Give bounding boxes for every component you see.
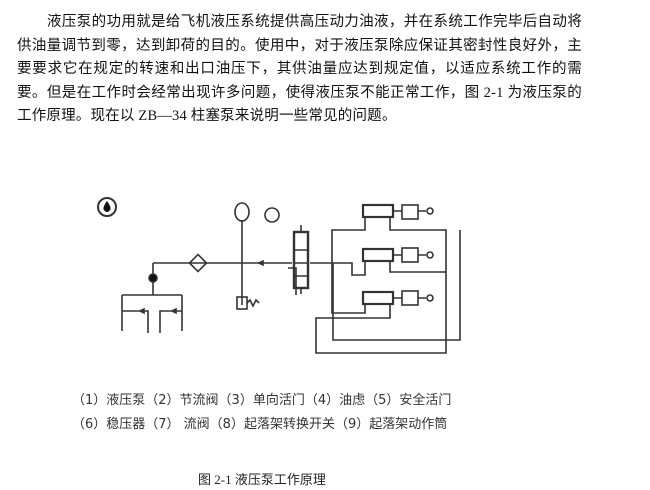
figure-legend-line-1: （1）液压泵（2）节流阀（3）单向活门（4）油虑（5）安全活门 (72, 393, 452, 408)
pressure-gauge (234, 202, 250, 222)
drain-line (288, 267, 297, 295)
body-paragraph: 液压泵的功用就是给飞机液压系统提供高压动力油液，并在系统工作完毕后自动将供油量调… (17, 14, 582, 124)
figure-legend-line-2: （6）稳压器（7） 流阀（8）起落架转换开关（9）起落架动作筒 (72, 417, 448, 432)
filter (188, 253, 208, 273)
return-lines (315, 217, 461, 354)
throttle-valve (257, 259, 264, 267)
accumulator-spring (246, 298, 260, 308)
check-valve (148, 273, 158, 283)
actuator-cylinders (361, 203, 434, 306)
selector-valve-ports (294, 225, 308, 294)
figure-caption: 图 2-1 液压泵工作原理 (198, 472, 326, 487)
hydraulic-pump-diagram (97, 197, 461, 354)
oil-drop-icon (97, 197, 117, 217)
selector-gauge (264, 207, 280, 223)
